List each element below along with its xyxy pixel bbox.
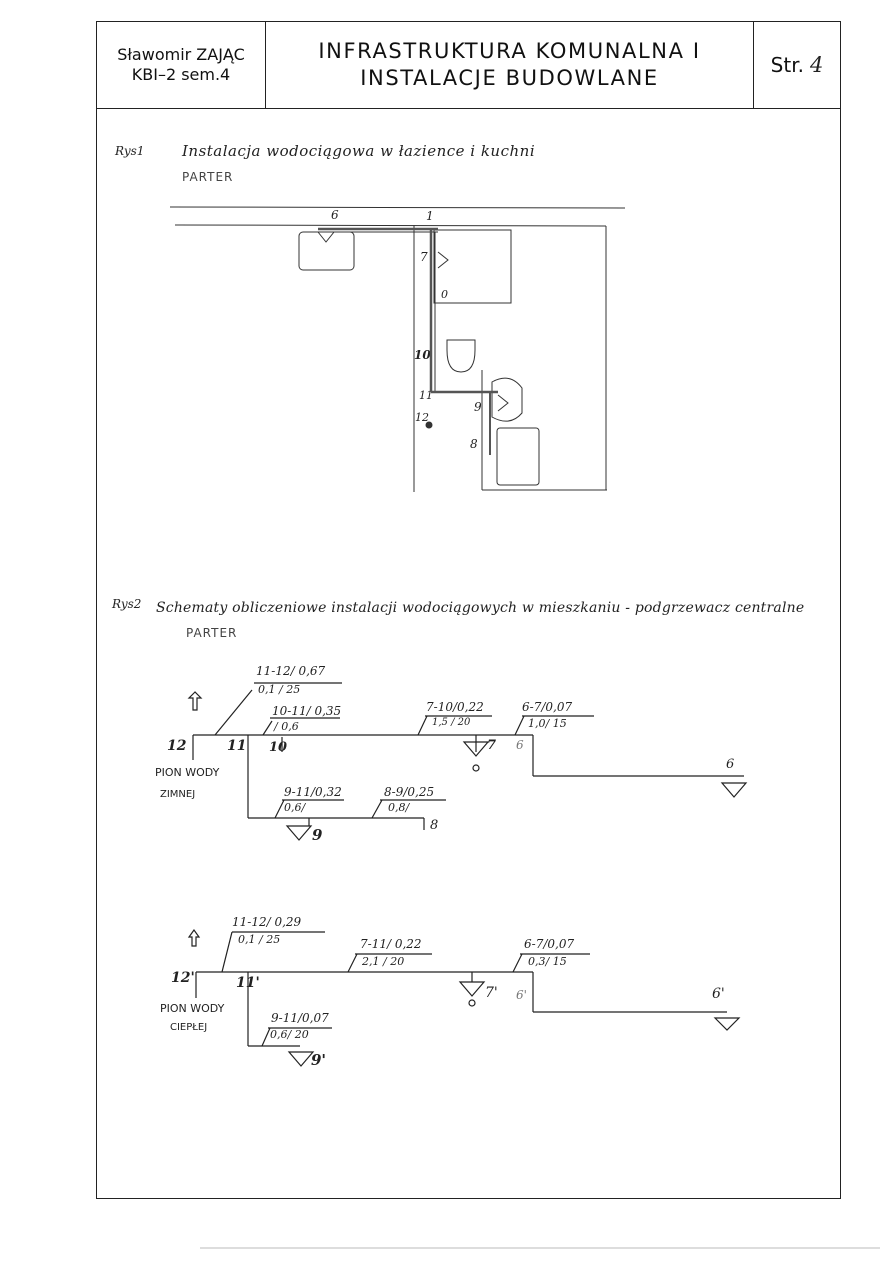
- cold-riser-label-2: ZIMNEJ: [160, 789, 196, 800]
- hot-tap-9: [287, 1051, 315, 1067]
- fig1-subcaption: PARTER: [182, 170, 234, 184]
- hot-node-7: 7': [485, 985, 498, 1001]
- hot-node-9: 9': [311, 1051, 327, 1069]
- fig1-point-9: 9: [474, 400, 482, 414]
- tap-symbol-basin: [497, 394, 509, 412]
- washing-machine: [496, 427, 540, 486]
- fig1-floor-plan: [169, 206, 626, 492]
- plan-wall-inner-top: [174, 224, 607, 227]
- leader-h-11-12: [221, 931, 233, 973]
- cold-water-scheme: [187, 682, 748, 841]
- hot-seg-6-7-top: 6-7/0,07: [524, 937, 575, 951]
- fig1-point-1: 1: [426, 209, 434, 223]
- washbasin: [491, 377, 523, 422]
- fig1-point-11: 11: [419, 389, 433, 402]
- leader-6-7: [514, 715, 525, 736]
- fig1-label: Rys1: [115, 144, 145, 158]
- fig1-point-12: 12: [415, 411, 429, 424]
- cold-riser-label-1: PION WODY: [155, 766, 220, 779]
- cold-node-11: 11: [227, 738, 247, 754]
- cold-tap-9: [285, 825, 313, 841]
- page-label: Str.: [770, 53, 804, 77]
- author-name: Sławomir ZAJĄC: [117, 45, 245, 64]
- hot-seg-7-11-top: 7-11/ 0,22: [360, 937, 422, 951]
- fig1-point-6: 6: [331, 208, 339, 222]
- cold-tap-7: [462, 741, 490, 757]
- cold-seg-7-10-bot: 1,5 / 20: [432, 717, 471, 728]
- fig1-point-10: 10: [414, 348, 431, 362]
- kitchen-sink: [298, 231, 355, 271]
- hot-tap-7: [458, 981, 486, 997]
- leader-h-9-11: [261, 1027, 271, 1047]
- document-title: INFRASTRUKTURA KOMUNALNA I INSTALACJE BU…: [266, 22, 754, 108]
- cold-seg-6-7-top: 6-7/0,07: [522, 700, 573, 714]
- page-number-cell: Str. 4: [754, 22, 840, 108]
- leader-7-10: [417, 715, 428, 736]
- fig1-point-0: 0: [441, 288, 448, 301]
- title-block: Sławomir ZAJĄC KBI–2 sem.4 INFRASTRUKTUR…: [97, 22, 840, 109]
- leader-h-6-7: [512, 953, 523, 973]
- hot-node-6a: 6': [516, 988, 527, 1002]
- plan-wall-top: [169, 206, 626, 209]
- cold-node-8: 8: [430, 818, 439, 833]
- cold-riser-arrow: [187, 691, 203, 711]
- cold-seg-9-11-bot: 0,6/: [284, 801, 306, 814]
- hot-seg-6-7-bot: 0,3/ 15: [528, 955, 567, 968]
- cold-tap-6: [720, 782, 748, 798]
- cold-seg-11-12-bot: 0,1 / 25: [258, 683, 301, 696]
- cold-seg-9-11-top: 9-11/0,32: [284, 785, 342, 799]
- leader-8-9: [371, 799, 383, 819]
- cold-seg-10-11-top: 10-11/ 0,35: [272, 704, 342, 718]
- title-line-1: INFRASTRUKTURA KOMUNALNA I: [318, 39, 701, 63]
- hot-seg-11-12-bot: 0,1 / 25: [238, 933, 281, 946]
- leader-h-7-11: [347, 953, 358, 973]
- hot-valve-7: [468, 999, 476, 1007]
- leader-11-12: [214, 689, 253, 736]
- hot-riser-label-1: PION WODY: [160, 1002, 225, 1015]
- tap-symbol-kitchen: [316, 231, 336, 243]
- fig1-caption: Instalacja wodociągowa w łazience i kuch…: [182, 142, 536, 160]
- cold-node-6b: 6: [726, 757, 735, 772]
- hot-water-scheme: [187, 928, 741, 1067]
- cold-seg-8-9-bot: 0,8/: [388, 801, 410, 814]
- cold-seg-6-7-bot: 1,0/ 15: [528, 717, 567, 730]
- hot-node-12: 12': [171, 970, 195, 986]
- cold-node-9: 9: [312, 826, 323, 844]
- hot-riser-label-2: CIEPŁEJ: [170, 1022, 208, 1033]
- page-number: 4: [809, 53, 824, 77]
- hot-seg-9-11-bot: 0,6/ 20: [270, 1028, 309, 1041]
- cold-seg-11-12-top: 11-12/ 0,67: [256, 664, 326, 678]
- author-group: KBI–2 sem.4: [131, 65, 231, 84]
- hot-seg-7-11-bot: 2,1 / 20: [362, 955, 405, 968]
- hot-riser-arrow: [187, 928, 201, 947]
- meter-point: [425, 421, 433, 429]
- page-frame: Sławomir ZAJĄC KBI–2 sem.4 INFRASTRUKTUR…: [96, 21, 841, 1199]
- hot-seg-9-11-top: 9-11/0,07: [271, 1011, 329, 1025]
- author-cell: Sławomir ZAJĄC KBI–2 sem.4: [97, 22, 266, 108]
- fig2-caption: Schematy obliczeniowe instalacji wodocią…: [156, 600, 805, 616]
- hot-tap-6: [713, 1017, 741, 1031]
- cold-node-6a: 6: [516, 738, 524, 752]
- fig1-point-7: 7: [420, 250, 428, 264]
- hot-seg-11-12-top: 11-12/ 0,29: [232, 915, 302, 929]
- toilet: [446, 339, 476, 373]
- leader-10-11: [262, 720, 273, 736]
- bathtub: [433, 229, 512, 304]
- fig1-point-8: 8: [470, 437, 478, 451]
- cold-seg-8-9-top: 8-9/0,25: [384, 785, 435, 799]
- leader-9-11: [274, 799, 285, 819]
- cold-node-7: 7: [487, 738, 497, 753]
- hot-node-6b: 6': [712, 986, 725, 1002]
- title-line-2: INSTALACJE BUDOWLANE: [360, 66, 659, 90]
- tap-symbol-bath: [437, 251, 449, 269]
- cold-seg-7-10-top: 7-10/0,22: [426, 700, 484, 714]
- fig2-label: Rys2: [112, 597, 142, 611]
- cold-valve-7: [472, 764, 480, 772]
- cold-seg-10-11-bot: / 0,6: [274, 720, 299, 733]
- fig2-subcaption: PARTER: [186, 626, 238, 640]
- cold-node-12: 12: [167, 738, 187, 754]
